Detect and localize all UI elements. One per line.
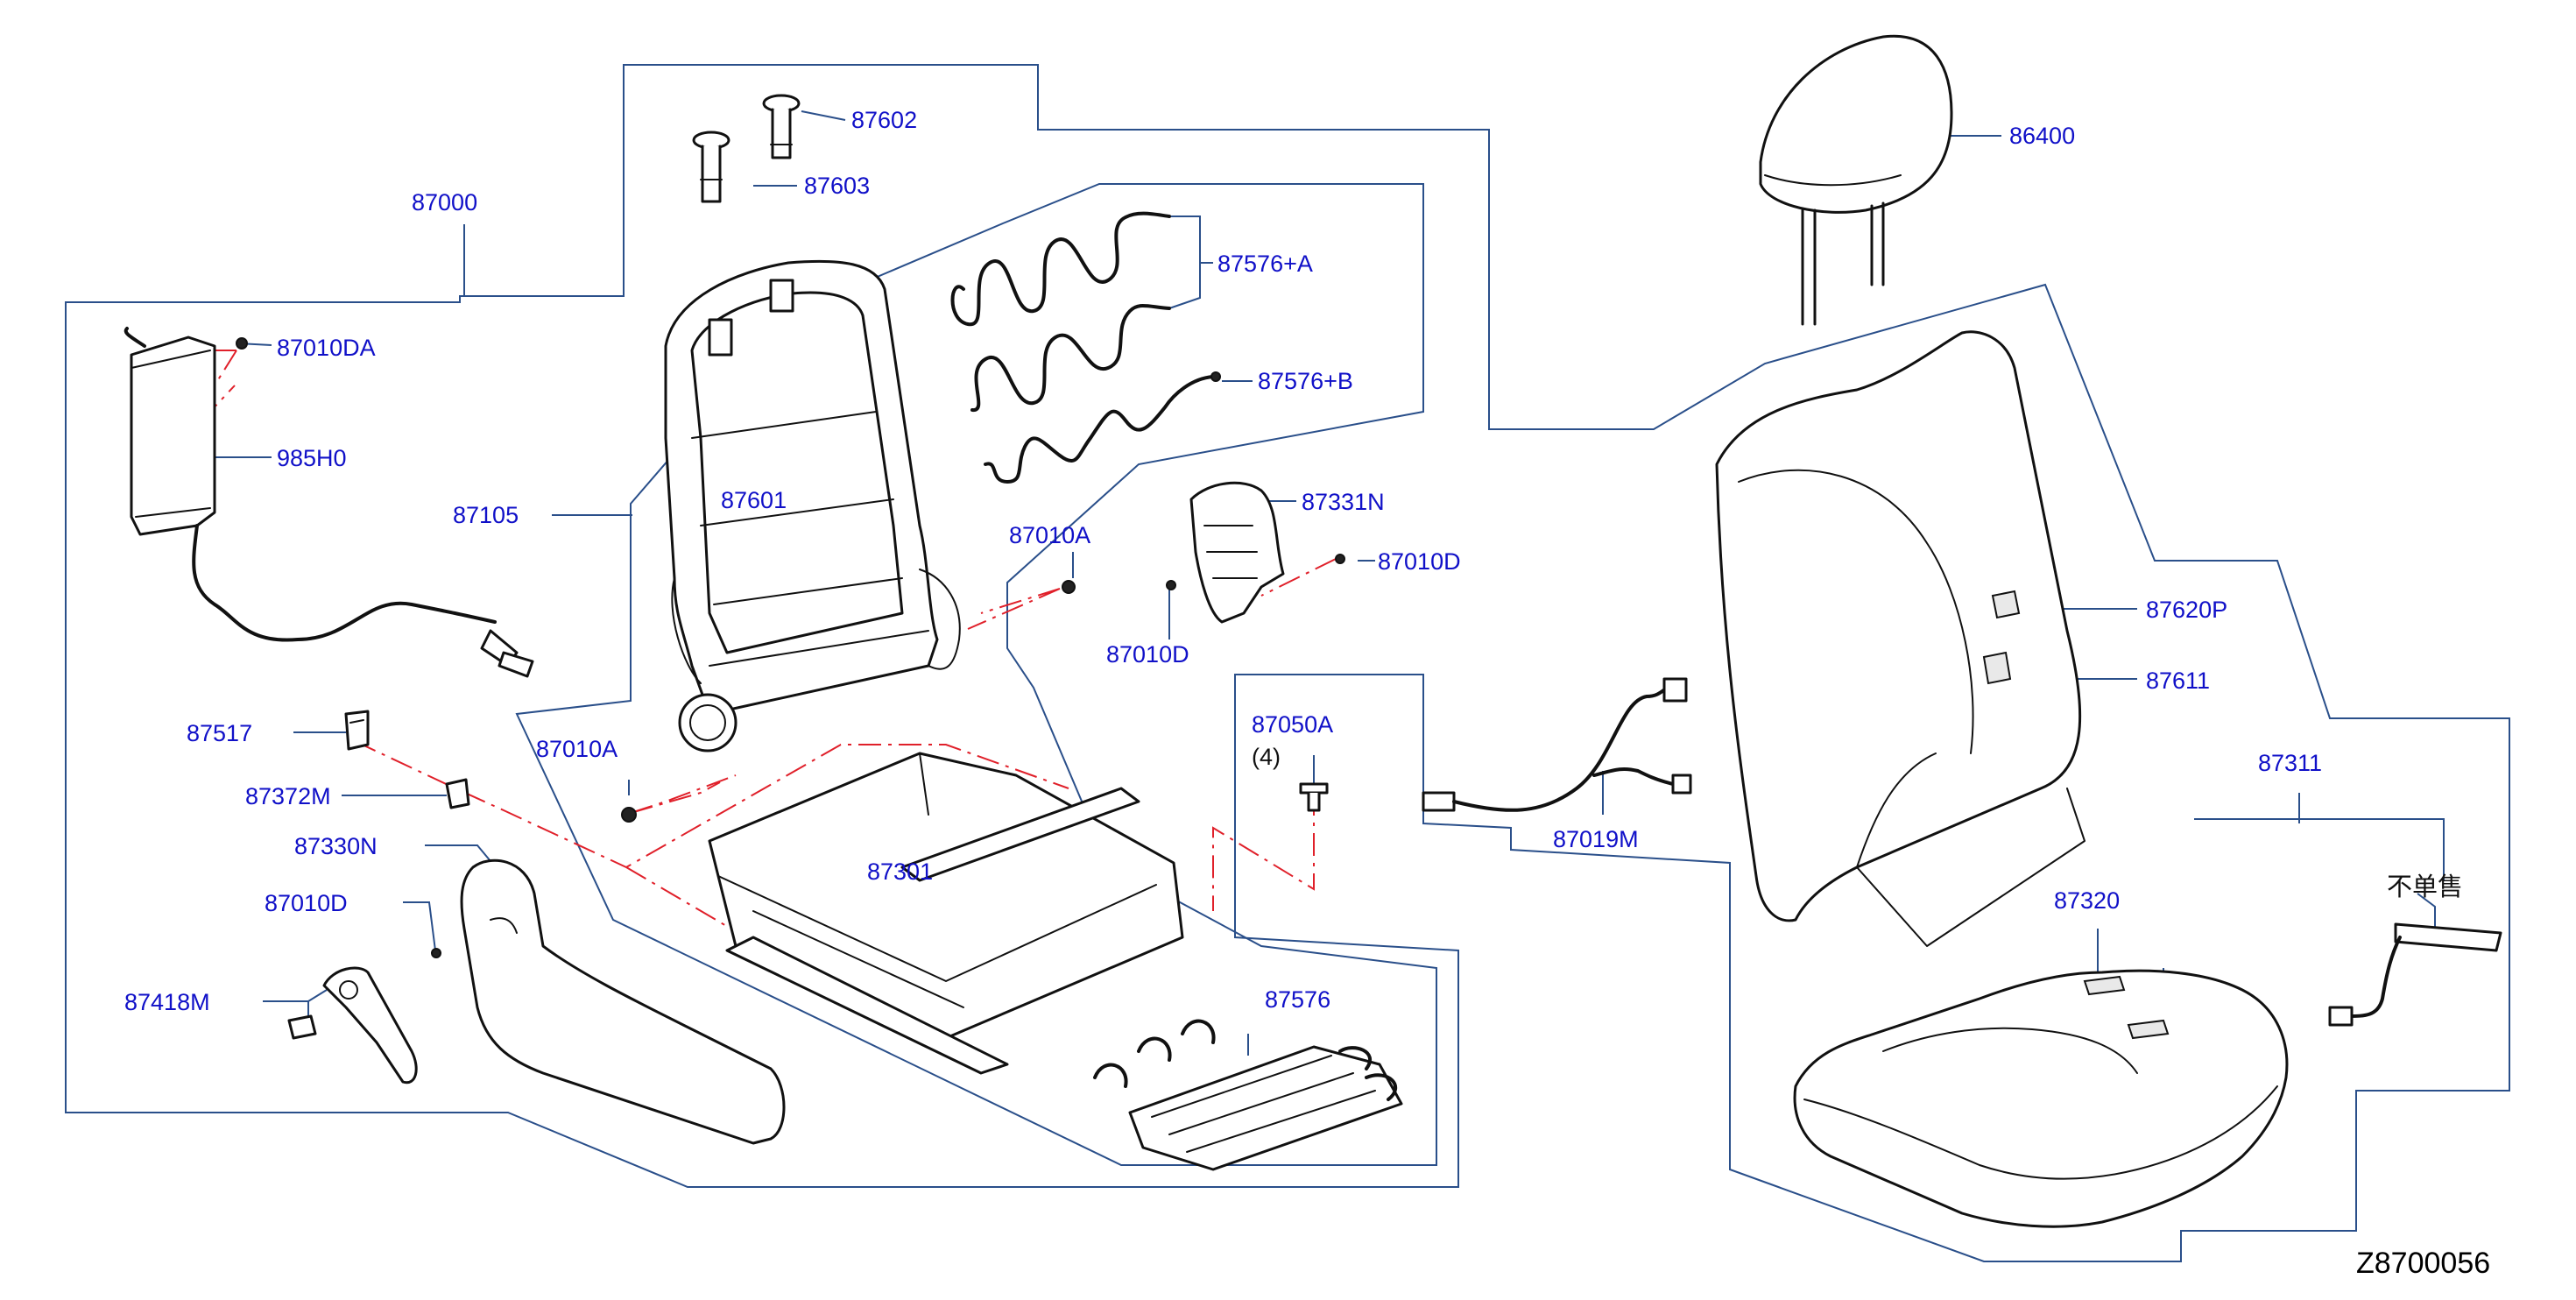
callout-87050A: 87050A: [1252, 711, 1333, 738]
callout-87611: 87611: [2146, 668, 2210, 694]
callout-87010D-mid: 87010D: [1106, 641, 1189, 668]
side-airbag-985H0: [124, 327, 534, 678]
seatback-trim-87620P: [1715, 330, 2086, 947]
centerline-cover: [1260, 558, 1337, 597]
callout-87418M: 87418M: [124, 989, 210, 1015]
centerline-bolt: [1212, 793, 1315, 911]
callout-87010D-right: 87010D: [1378, 548, 1461, 575]
leader-lines: [206, 110, 2436, 1056]
callout-87010DA: 87010DA: [277, 335, 376, 361]
clip-87010DA: [236, 337, 248, 350]
callout-86400: 86400: [2009, 123, 2075, 149]
harness-87019M: [1422, 677, 1692, 812]
callout-87576B: 87576+B: [1258, 368, 1353, 394]
seatback-frame-boundary: [515, 183, 1437, 1166]
headrest-guide-87603: [692, 131, 730, 203]
headrest-86400: [1759, 34, 1953, 326]
not-sold-separately-note: 不单售: [2387, 872, 2463, 901]
cushion-frame-87301: [708, 752, 1184, 1075]
clip-87010A-top: [1062, 580, 1076, 594]
cover-87331N: [1189, 481, 1285, 624]
callout-87576A: 87576+A: [1217, 251, 1313, 277]
callout-87601: 87601: [721, 487, 787, 513]
callout-87105: 87105: [453, 502, 519, 528]
callout-87019M: 87019M: [1553, 826, 1639, 852]
callout-87320: 87320: [2054, 887, 2120, 914]
callout-87331N: 87331N: [1302, 489, 1385, 515]
bracket-87517: [344, 710, 370, 751]
callout-87576: 87576: [1265, 986, 1330, 1013]
springs-87576B: [984, 371, 1221, 484]
callout-87603: 87603: [804, 173, 870, 199]
clip-87010D-left: [431, 948, 441, 958]
callout-87372M: 87372M: [245, 783, 331, 809]
callout-87602: 87602: [851, 107, 917, 133]
callout-87000: 87000: [412, 189, 477, 215]
spring-mat-87576: [1093, 1019, 1403, 1171]
bolt-87050A: [1299, 782, 1329, 812]
callout-87010A-top: 87010A: [1009, 522, 1090, 548]
springs-87576A: [950, 211, 1171, 412]
cushion-boundary: [2194, 818, 2445, 880]
seatback-frame-87105: [664, 259, 961, 752]
diagram-code: Z8700056: [2356, 1247, 2490, 1280]
clip-87010A-left: [621, 807, 637, 823]
callout-87010D-left: 87010D: [265, 890, 348, 916]
clip-87372M: [445, 778, 470, 809]
callout-87517: 87517: [187, 720, 252, 746]
centerline-clip-back: [967, 588, 1061, 630]
callout-985H0: 985H0: [277, 445, 347, 471]
harness-not-sold-separately: [2328, 922, 2502, 1027]
callout-87330N: 87330N: [294, 833, 378, 859]
callout-87311: 87311: [2258, 750, 2322, 776]
quantity-note: (4): [1252, 744, 1281, 770]
cushion-trim-87311: [1793, 969, 2289, 1228]
seat-assembly-boundary: [65, 64, 2510, 1262]
side-cover-87330N: [460, 858, 786, 1145]
clip-87010D-mid: [1166, 580, 1176, 590]
callout-87010A-left: 87010A: [536, 736, 618, 762]
headrest-guide-87602: [762, 94, 801, 159]
callout-87620P: 87620P: [2146, 597, 2227, 623]
centerline-recliner: [630, 774, 737, 814]
clip-87010D-right: [1335, 554, 1345, 564]
knob-87418M: [287, 966, 418, 1085]
callout-87301: 87301: [867, 858, 933, 885]
